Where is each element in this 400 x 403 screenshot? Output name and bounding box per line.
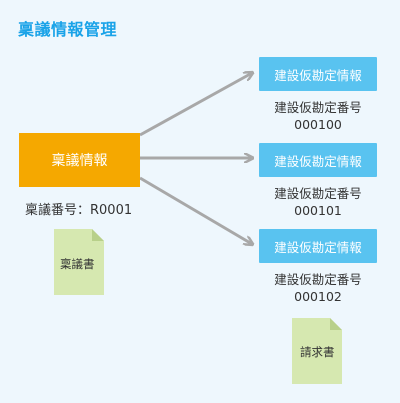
target-node-1: 建設仮勘定情報 <box>259 57 377 91</box>
source-node: 稟議情報 <box>19 133 140 187</box>
target-node-2: 建設仮勘定情報 <box>259 143 377 177</box>
arrow-to-target-1 <box>139 73 252 137</box>
target-node-3-label: 建設仮勘定情報 <box>274 239 362 255</box>
diagram-title: 稟議情報管理 <box>18 20 118 39</box>
target-node-1-label: 建設仮勘定情報 <box>274 67 362 83</box>
source-node-label: 稟議情報 <box>51 153 108 169</box>
source-number: 稟議番号：R0001 <box>25 203 133 218</box>
document-label: 稟議書 <box>60 257 95 271</box>
document-icon <box>54 229 104 295</box>
target-3-caption: 建設仮勘定番号 <box>274 272 362 287</box>
target-2-caption: 建設仮勘定番号 <box>274 186 362 201</box>
target-node-3: 建設仮勘定情報 <box>259 229 377 263</box>
arrow-to-target-3 <box>139 176 252 244</box>
target-3-number: 000102 <box>294 289 342 304</box>
invoice-document-icon <box>292 318 342 384</box>
invoice-document-label: 請求書 <box>300 345 335 359</box>
target-2-number: 000101 <box>294 203 342 218</box>
target-1-caption: 建設仮勘定番号 <box>274 100 362 115</box>
target-node-2-label: 建設仮勘定情報 <box>274 153 362 169</box>
target-1-number: 000100 <box>294 117 342 132</box>
